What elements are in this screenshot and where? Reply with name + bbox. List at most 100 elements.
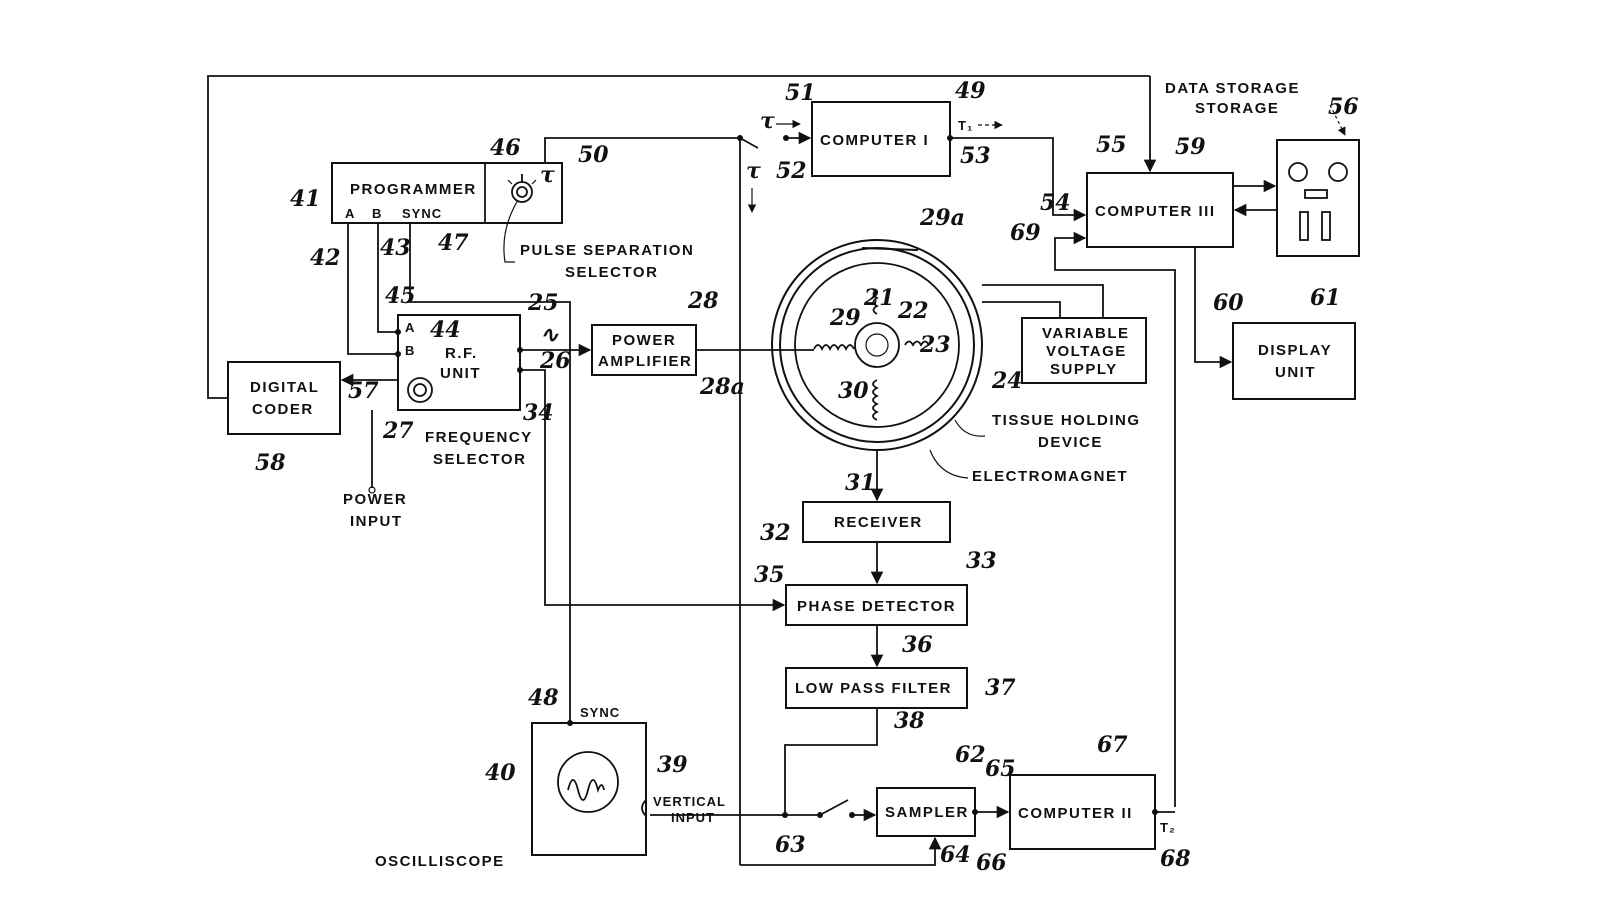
rf-a-label: A bbox=[405, 320, 415, 335]
display-unit-block: DISPLAY UNIT bbox=[1232, 322, 1356, 400]
tau-label-down: τ bbox=[746, 158, 761, 184]
ref-60: 60 bbox=[1213, 290, 1244, 316]
ref-34: 34 bbox=[523, 400, 554, 426]
ref-64: 64 bbox=[940, 842, 971, 868]
ref-44: 44 bbox=[430, 317, 461, 343]
data-storage-label-2: STORAGE bbox=[1195, 100, 1279, 117]
phase-detector-label: PHASE DETECTOR bbox=[797, 598, 956, 615]
ref-36: 36 bbox=[902, 632, 933, 658]
programmer-label: PROGRAMMER bbox=[350, 181, 477, 198]
ref-69: 69 bbox=[1010, 220, 1041, 246]
receiver-block: RECEIVER bbox=[802, 501, 951, 543]
ref-56: 56 bbox=[1328, 94, 1359, 120]
display-unit-label-1: DISPLAY bbox=[1258, 342, 1332, 359]
programmer-block: PROGRAMMER A B SYNC τ bbox=[331, 162, 563, 224]
reference-numerals: 29a 21 22 23 24 25 26 27 28 28a 29 30 31… bbox=[255, 78, 1359, 876]
power-input-label-2: INPUT bbox=[350, 513, 403, 530]
digital-coder-label-1: DIGITAL bbox=[250, 379, 319, 396]
coil-29-icon bbox=[813, 344, 855, 352]
ref-25: 25 bbox=[527, 290, 559, 316]
display-unit-label-2: UNIT bbox=[1275, 364, 1316, 381]
oscilloscope-label: OSCILLISCOPE bbox=[375, 853, 505, 870]
ref-31: 31 bbox=[845, 470, 876, 496]
ref-47: 47 bbox=[438, 230, 469, 256]
sampler-block: SAMPLER bbox=[876, 787, 976, 837]
power-amplifier-label-1: POWER bbox=[612, 332, 676, 349]
frequency-knob-icon bbox=[407, 377, 433, 403]
rf-b-label: B bbox=[405, 343, 415, 358]
coil-30-icon bbox=[872, 379, 880, 421]
ac-symbol-label: ∿ bbox=[540, 322, 559, 348]
tape-reels-icon bbox=[1288, 162, 1348, 241]
oscilloscope-block bbox=[531, 722, 647, 856]
tissue-holding-label-1: TISSUE HOLDING bbox=[992, 412, 1141, 429]
ref-28a: 28a bbox=[699, 374, 745, 400]
tau-label-computer1: τ bbox=[760, 108, 775, 134]
ref-24: 24 bbox=[991, 368, 1023, 394]
tissue-holding-label-2: DEVICE bbox=[1038, 434, 1103, 451]
ref-55: 55 bbox=[1096, 132, 1127, 158]
pulse-separation-leader bbox=[503, 199, 519, 263]
data-storage-block bbox=[1276, 139, 1360, 257]
power-amplifier-block: POWER AMPLIFIER bbox=[591, 324, 697, 376]
ref-62: 62 bbox=[955, 742, 986, 768]
t1-label: T₁ bbox=[958, 118, 973, 133]
rf-label-1: R.F. bbox=[445, 345, 478, 362]
computer-1-block: COMPUTER I bbox=[811, 101, 951, 177]
electromagnet-label: ELECTROMAGNET bbox=[972, 468, 1128, 485]
ref-49: 49 bbox=[955, 78, 986, 104]
ref-45: 45 bbox=[385, 283, 416, 309]
ref-65: 65 bbox=[985, 756, 1016, 782]
oscilloscope-sync-label: SYNC bbox=[580, 705, 620, 720]
low-pass-filter-label: LOW PASS FILTER bbox=[795, 680, 952, 697]
coil-21-icon bbox=[872, 289, 879, 315]
vvs-label-1: VARIABLE bbox=[1042, 325, 1130, 342]
ref-27: 27 bbox=[382, 418, 414, 444]
oscilloscope-wave-icon bbox=[557, 751, 619, 813]
ref-68: 68 bbox=[1160, 846, 1191, 872]
vertical-input-label-1: VERTICAL bbox=[653, 794, 726, 809]
ref-53: 53 bbox=[960, 143, 991, 169]
ref-38: 38 bbox=[894, 708, 925, 734]
ref-51: 51 bbox=[785, 80, 816, 106]
ref-29a: 29a bbox=[919, 205, 965, 231]
computer-3-label: COMPUTER III bbox=[1095, 203, 1216, 220]
ref-21: 21 bbox=[863, 285, 895, 311]
ref-39: 39 bbox=[657, 752, 688, 778]
ref-41: 41 bbox=[290, 186, 321, 212]
ref-46: 46 bbox=[490, 135, 521, 161]
ref-48: 48 bbox=[528, 685, 559, 711]
computer-3-block: COMPUTER III bbox=[1086, 172, 1234, 248]
computer-1-label: COMPUTER I bbox=[820, 132, 929, 149]
programmer-b-label: B bbox=[372, 206, 382, 221]
rf-unit-block: A B R.F. UNIT bbox=[397, 314, 521, 411]
phase-detector-block: PHASE DETECTOR bbox=[785, 584, 968, 626]
rf-label-2: UNIT bbox=[440, 365, 481, 382]
programmer-a-label: A bbox=[345, 206, 355, 221]
ref-42: 42 bbox=[310, 245, 341, 271]
ref-54: 54 bbox=[1040, 190, 1071, 216]
coil-23-icon bbox=[904, 340, 930, 347]
ref-63: 63 bbox=[775, 832, 806, 858]
ref-28: 28 bbox=[687, 288, 719, 314]
ref-33: 33 bbox=[966, 548, 997, 574]
low-pass-filter-block: LOW PASS FILTER bbox=[785, 667, 968, 709]
ref-22: 22 bbox=[897, 298, 929, 324]
vvs-label-3: SUPPLY bbox=[1050, 361, 1118, 378]
ref-29: 29 bbox=[829, 305, 861, 331]
pulse-separation-label-1: PULSE SEPARATION bbox=[520, 242, 694, 259]
vertical-input-label-2: INPUT bbox=[671, 810, 715, 825]
ref-58: 58 bbox=[255, 450, 286, 476]
ref-37: 37 bbox=[985, 675, 1016, 701]
ref-52: 52 bbox=[776, 158, 807, 184]
power-input-label-1: POWER bbox=[343, 491, 407, 508]
electromagnet-assembly bbox=[771, 239, 983, 451]
ref-67: 67 bbox=[1097, 732, 1128, 758]
data-storage-label-1: DATA STORAGE bbox=[1165, 80, 1300, 97]
tissue-leader bbox=[954, 419, 986, 437]
ref-26: 26 bbox=[539, 348, 571, 374]
ref-66: 66 bbox=[976, 850, 1007, 876]
ref-57: 57 bbox=[348, 378, 379, 404]
pulse-separation-label-2: SELECTOR bbox=[565, 264, 658, 281]
